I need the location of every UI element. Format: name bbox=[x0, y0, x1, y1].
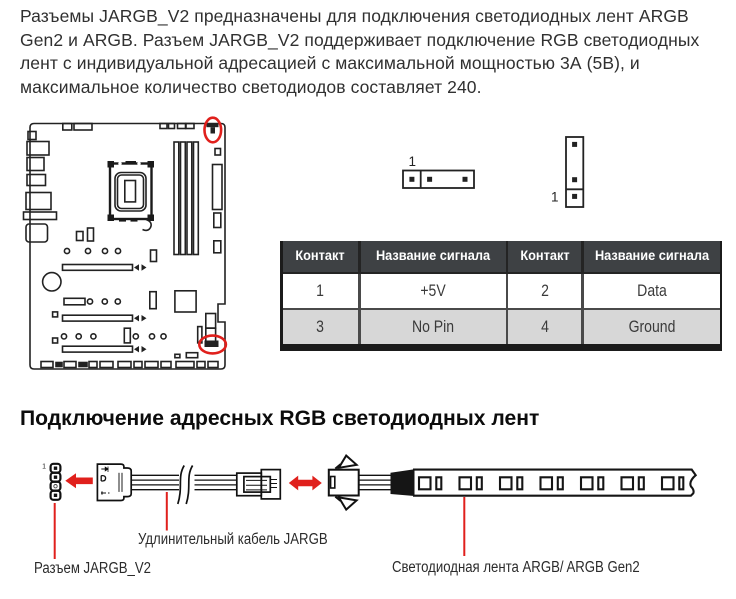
svg-text:1: 1 bbox=[409, 154, 417, 169]
svg-text:1: 1 bbox=[551, 189, 559, 204]
svg-text:1: 1 bbox=[42, 464, 46, 471]
